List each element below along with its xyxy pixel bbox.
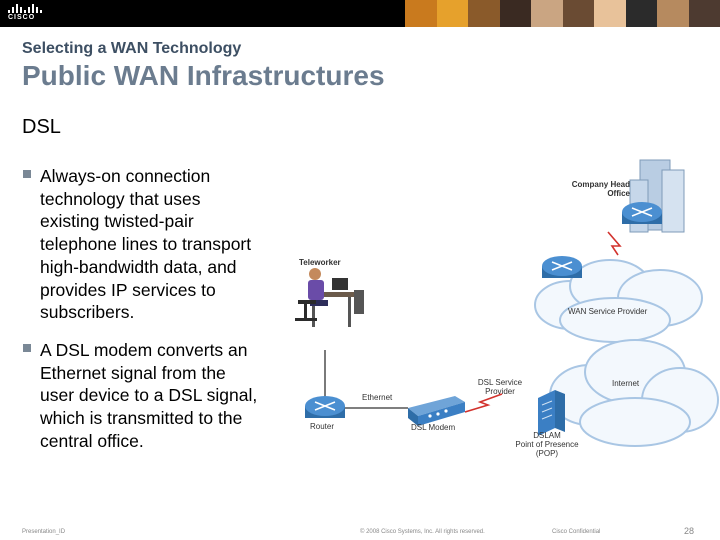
footer-presentation-id: Presentation_ID xyxy=(22,529,66,535)
network-links xyxy=(324,350,408,409)
cisco-logo-text: CISCO xyxy=(8,14,36,21)
footer-confidential: Cisco Confidential xyxy=(552,529,601,535)
head-office-router-icon xyxy=(622,202,662,224)
teleworker-person-icon xyxy=(295,268,364,327)
label-line: DSL Service xyxy=(477,378,523,387)
label-dsl-modem: DSL Modem xyxy=(411,423,456,432)
label-teleworker: Teleworker xyxy=(299,258,341,267)
label-dslam-pop: DSLAM Point of Presence (POP) xyxy=(508,431,586,458)
slide-title: Public WAN Infrastructures xyxy=(22,60,385,91)
header-photo-tile xyxy=(531,0,563,27)
dsl-network-diagram: Company Head Office Teleworker WAN Servi… xyxy=(290,150,720,465)
slide-subtitle: Selecting a WAN Technology xyxy=(22,40,242,57)
header-photo-tile xyxy=(625,0,657,27)
header-photo-tile xyxy=(405,0,437,27)
label-company-head-office: Company Head Office xyxy=(562,180,630,198)
header-photo-tile xyxy=(436,0,468,27)
label-wan-service-provider: WAN Service Provider xyxy=(568,307,648,316)
dsl-link-lightning-icon xyxy=(464,231,622,413)
dslam-icon xyxy=(538,390,565,436)
page-number: 28 xyxy=(684,526,695,536)
bullet-list: Always-on connection technology that use… xyxy=(22,165,262,467)
bullet-text: Always-on connection technology that use… xyxy=(40,166,252,323)
wan-router-icon xyxy=(542,256,582,278)
bullet-text: A DSL modem converts an Ethernet signal … xyxy=(40,339,258,451)
label-ethernet: Ethernet xyxy=(362,393,393,402)
bullet-marker-icon xyxy=(23,343,31,352)
header-photo-tile xyxy=(499,0,531,27)
label-line: Company Head xyxy=(571,180,630,189)
label-line: Provider xyxy=(485,387,515,396)
header-bar: CISCO xyxy=(0,0,720,27)
header-photo-tile xyxy=(657,0,689,27)
footer-copyright: © 2008 Cisco Systems, Inc. All rights re… xyxy=(360,529,485,535)
wan-cloud-icon xyxy=(534,259,703,343)
section-heading: DSL xyxy=(22,116,61,138)
label-line: Point of Presence xyxy=(515,440,579,449)
dsl-modem-icon xyxy=(408,396,465,426)
teleworker-router-icon xyxy=(305,396,345,418)
label-internet: Internet xyxy=(612,379,640,388)
header-photo-strip xyxy=(405,0,720,27)
label-dsl-service-provider: DSL Service Provider xyxy=(476,378,524,396)
header-photo-tile xyxy=(562,0,594,27)
cisco-logo: CISCO xyxy=(8,4,42,24)
bullet-marker-icon xyxy=(23,170,31,178)
header-photo-tile xyxy=(468,0,500,27)
diagram-graphics xyxy=(295,159,719,447)
label-line: DSLAM xyxy=(533,431,561,440)
cisco-bridge-icon xyxy=(8,4,42,13)
label-line: (POP) xyxy=(535,449,559,458)
bullet-item: A DSL modem converts an Ethernet signal … xyxy=(22,339,262,453)
label-router: Router xyxy=(310,422,335,431)
label-line: Office xyxy=(607,189,630,198)
header-photo-tile xyxy=(594,0,626,27)
bullet-item: Always-on connection technology that use… xyxy=(22,165,262,324)
header-photo-tile xyxy=(688,0,720,27)
